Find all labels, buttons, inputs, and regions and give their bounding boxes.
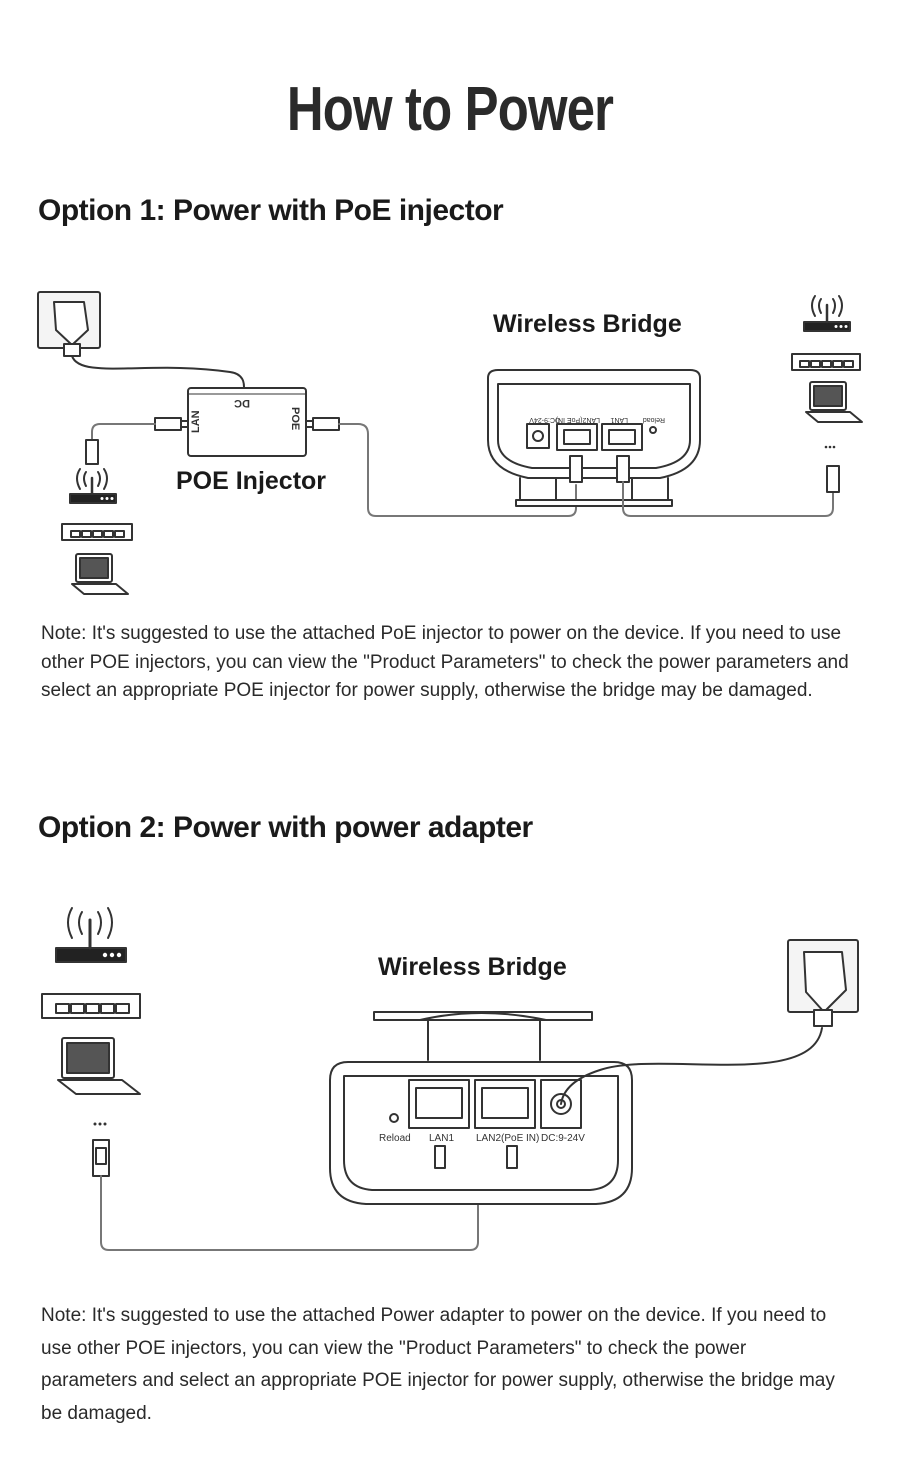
switch-icon xyxy=(791,353,861,371)
option1-note: Note: It's suggested to use the attached… xyxy=(41,623,849,701)
wall-socket-icon xyxy=(37,291,101,357)
option2-port-dc: DC:9-24V xyxy=(541,1133,585,1144)
option2-heading: Option 2: Power with power adapter xyxy=(38,811,533,844)
wall-socket-icon xyxy=(787,939,859,1027)
injector-lan-label: LAN xyxy=(190,410,202,433)
switch-icon xyxy=(41,993,141,1019)
option1-heading: Option 1: Power with PoE injector xyxy=(38,194,504,227)
option2-port-lan2: LAN2(PoE IN) xyxy=(476,1133,539,1144)
injector-label: POE Injector xyxy=(176,467,327,495)
laptop-icon xyxy=(57,1037,141,1095)
switch-icon xyxy=(61,523,133,541)
ethernet-plug-icon xyxy=(92,1139,110,1177)
router-icon xyxy=(55,907,127,963)
option1-port-dc: DC:9-24V xyxy=(529,416,560,423)
option1-bridge-label: Wireless Bridge xyxy=(493,310,682,338)
router-icon xyxy=(803,295,851,332)
option1-port-lan2: LAN2(PoE IN) xyxy=(556,416,600,423)
option1-port-reload: Reload xyxy=(643,416,665,423)
ethernet-plug-icon xyxy=(305,417,340,431)
wireless-bridge-option2 xyxy=(329,1011,633,1205)
injector-dc-label: DC xyxy=(234,397,250,409)
injector-poe-label: POE xyxy=(289,407,301,430)
ethernet-plug-icon xyxy=(154,417,189,431)
option2-note: Note: It's suggested to use the attached… xyxy=(41,1305,835,1424)
ethernet-plug-icon xyxy=(85,439,99,465)
option2-port-reload: Reload xyxy=(379,1133,411,1144)
page-title: How to Power xyxy=(286,75,614,144)
option2-port-lan1: LAN1 xyxy=(429,1133,454,1144)
ethernet-plug-icon xyxy=(826,465,840,493)
laptop-icon xyxy=(805,381,863,423)
option1-port-lan1: LAN1 xyxy=(610,416,628,423)
option2-bridge-label: Wireless Bridge xyxy=(378,953,567,981)
router-icon xyxy=(69,468,117,504)
laptop-icon xyxy=(71,553,129,595)
wireless-bridge-option1 xyxy=(487,369,701,507)
